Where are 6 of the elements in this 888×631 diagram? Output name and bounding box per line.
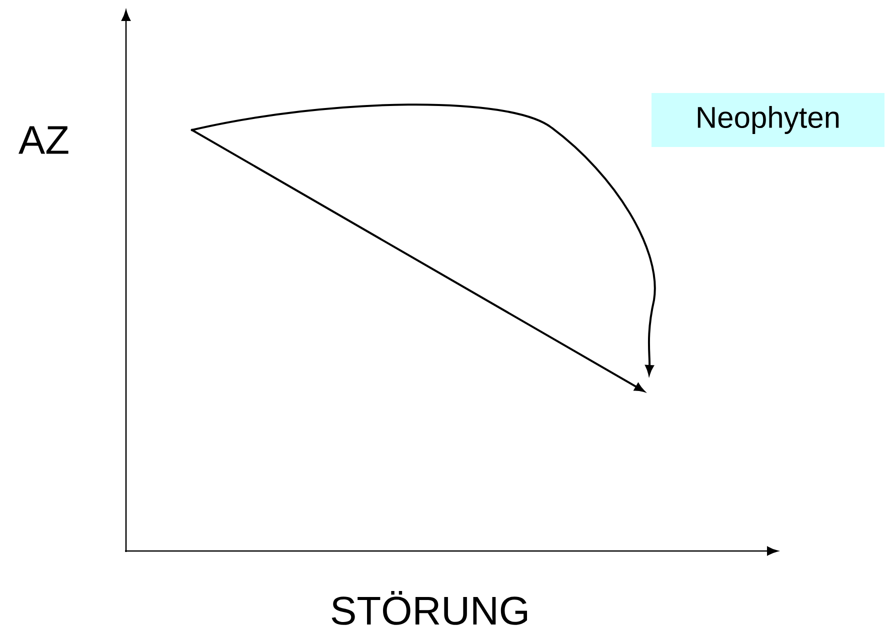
axis-label: AZ	[18, 126, 68, 154]
axis-label: STÖRUNG	[332, 591, 527, 625]
arrow	[192, 129, 645, 392]
arrow	[192, 104, 656, 375]
label-box: Neophyten	[652, 93, 884, 147]
start-point	[190, 128, 194, 132]
